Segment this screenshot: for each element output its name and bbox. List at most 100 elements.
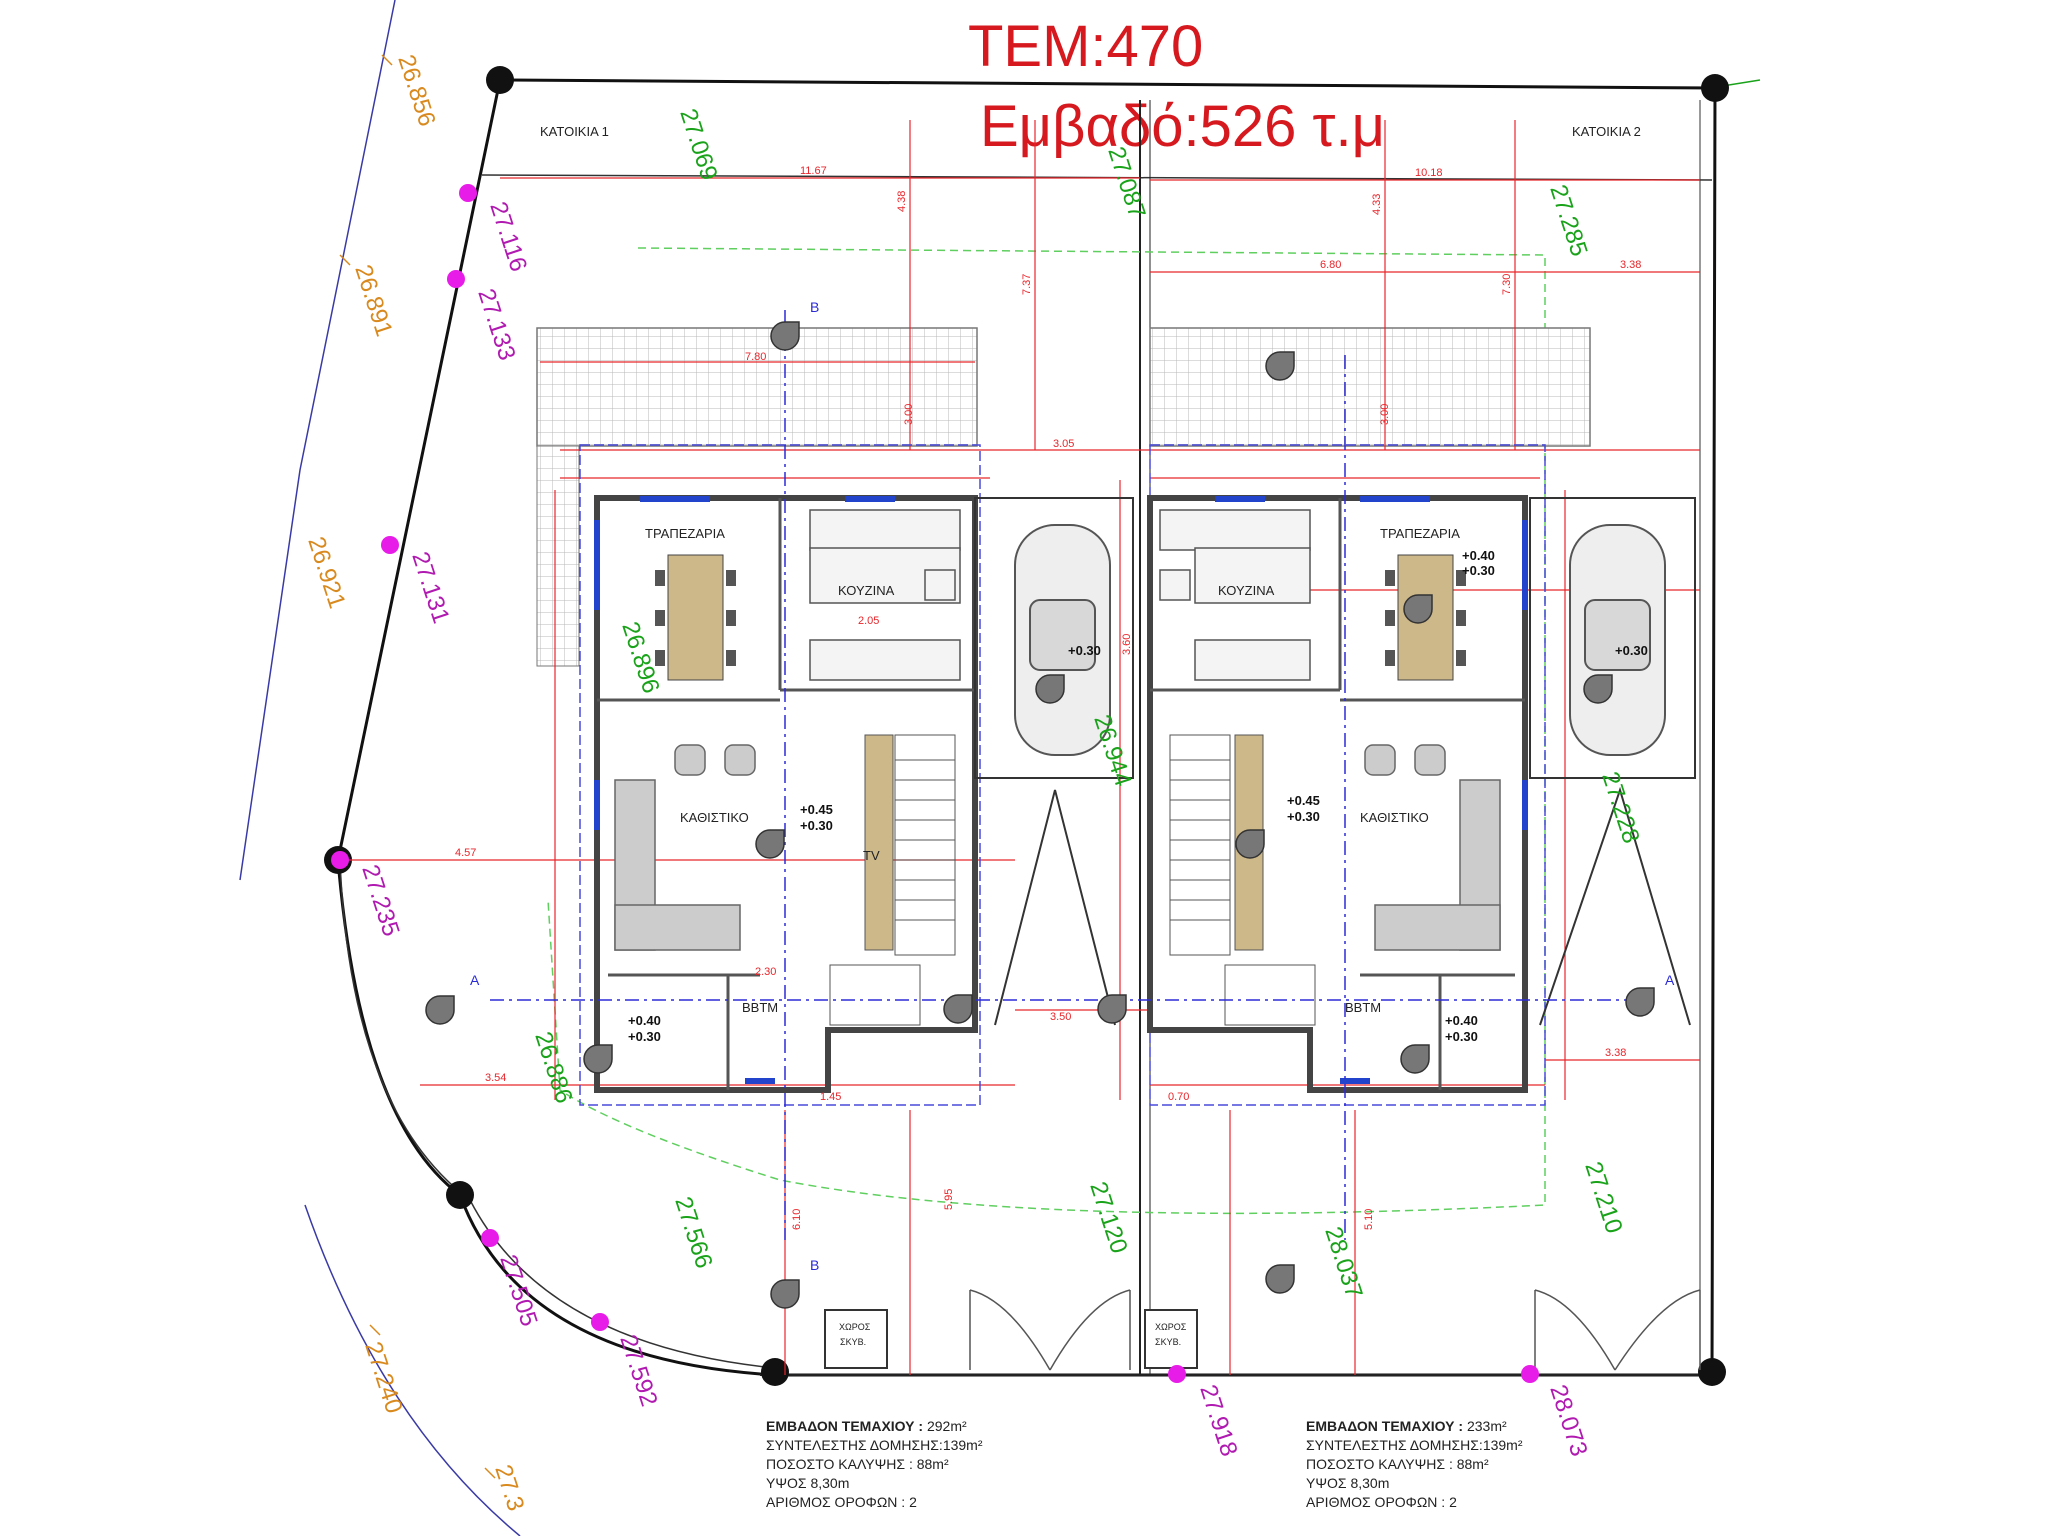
storage-label-1a: ΧΩΡΟΣ: [839, 1322, 871, 1332]
room-label-wc-1: ΒΒΤΜ: [742, 1000, 778, 1015]
dim-h1-3: 3.00: [903, 404, 915, 425]
info-row-area: ΕΜΒΑΔΟΝ ΤΕΜΑΧΙΟΥ : 292m²: [766, 1418, 967, 1434]
storage-box-house-2: [1144, 1309, 1198, 1369]
section-mark-a-right: A: [1665, 972, 1675, 988]
elev-orange-0: 26.856: [392, 52, 440, 130]
elev-orange-1: 26.891: [349, 262, 397, 340]
dim-h2-0: 4.33: [1371, 194, 1383, 215]
section-mark-a-left: A: [470, 972, 480, 988]
elev-green-1: 27.087: [1102, 144, 1150, 222]
plot-number-title: ΤΕΜ:470: [968, 14, 1204, 79]
dim-misc-10: 2.05: [858, 615, 879, 627]
dim-h1-1: 7.37: [1021, 274, 1033, 295]
house-2-walls: [1147, 495, 1528, 1093]
kitchen-house-2: [1159, 509, 1311, 681]
dim-misc-6: 5.10: [1363, 1209, 1375, 1230]
elev-green-0: 27.069: [674, 106, 722, 184]
dim-h2-2: 6.80: [1320, 259, 1341, 271]
dim-misc-0: 4.57: [455, 847, 476, 859]
dim-misc-2: 3.50: [1050, 1011, 1071, 1023]
elev-magenta-6: 27.918: [1194, 1382, 1242, 1460]
dim-top-2: 10.18: [1415, 167, 1443, 179]
dimension-lines: [340, 120, 1700, 1375]
dim-h1-0: 4.38: [896, 191, 908, 212]
dim-misc-7: 1.45: [820, 1091, 841, 1103]
dim-misc-3: 3.38: [1605, 1047, 1626, 1059]
elev-magenta-1: 27.133: [472, 286, 520, 364]
level-living-1a: +0.45: [800, 802, 833, 817]
dim-misc-4: 5.95: [943, 1189, 955, 1210]
spot-level-markers: [425, 321, 1655, 1309]
room-label-wc-2: ΒΒΤΜ: [1345, 1000, 1381, 1015]
house-1-inner-walls: [597, 498, 975, 1090]
house-1-info-block: ΕΜΒΑΔΟΝ ΤΕΜΑΧΙΟΥ : 292m² ΣΥΝΤΕΛΕΣΤΗΣ ΔΟΜ…: [766, 1417, 983, 1512]
section-mark-b-bottom: B: [810, 1257, 819, 1273]
level-living-2b: +0.30: [1287, 809, 1320, 824]
elev-green-4: 26.944: [1088, 712, 1136, 790]
pergola-grid-house-1-side: [536, 445, 580, 667]
info-row-height: ΥΨΟΣ 8,30m: [1306, 1475, 1390, 1491]
info-row-area: ΕΜΒΑΔΟΝ ΤΕΜΑΧΙΟΥ : 233m²: [1306, 1418, 1507, 1434]
dim-h2-3: 3.38: [1620, 259, 1641, 271]
room-label-dining-2: ΤΡΑΠΕΖΑΡΙΑ: [1380, 526, 1460, 541]
windows: [594, 496, 1528, 1084]
level-parking-2: +0.30: [1615, 643, 1648, 658]
dim-h2-4: 3.00: [1379, 404, 1391, 425]
dim-h2-1: 7.30: [1501, 274, 1513, 295]
plot-area-title: Εμβαδό:526 τ.μ: [980, 94, 1385, 159]
room-label-tv-1: TV: [863, 848, 880, 863]
sofa-house-2: [1364, 744, 1501, 951]
dim-misc-9: 2.30: [755, 966, 776, 978]
room-label-living-1: ΚΑΘΙΣΤΙΚΟ: [680, 810, 749, 825]
section-mark-b-top: B: [810, 299, 819, 315]
level-living-1b: +0.30: [800, 818, 833, 833]
dim-h1-4: 3.05: [1053, 438, 1074, 450]
level-entry-2b: +0.30: [1445, 1029, 1478, 1044]
contour-line: [304, 1204, 521, 1536]
carport-house-2: [1529, 497, 1696, 1026]
dim-misc-11: 3.60: [1121, 634, 1133, 655]
info-row-cover: ΠΟΣΟΣΤΟ ΚΑΛΥΨΗΣ : 88m²: [766, 1456, 949, 1472]
info-row-height: ΥΨΟΣ 8,30m: [766, 1475, 850, 1491]
dining-table-house-1: [655, 554, 736, 681]
level-entry-2a: +0.40: [1445, 1013, 1478, 1028]
room-label-living-2: ΚΑΘΙΣΤΙΚΟ: [1360, 810, 1429, 825]
storage-label-1b: ΣΚΥΒ.: [840, 1337, 866, 1347]
elev-magenta-7: 28.073: [1544, 1382, 1592, 1460]
elev-orange-4: 27.3: [489, 1462, 529, 1515]
elev-magenta-5: 27.592: [614, 1332, 662, 1410]
elev-green-9: 28.037: [1319, 1224, 1367, 1302]
pergola-grid-house-1: [536, 327, 978, 447]
elev-green-10: 27.210: [1579, 1159, 1627, 1237]
storage-box-house-1: [824, 1309, 888, 1369]
dim-misc-1: 3.54: [485, 1072, 506, 1084]
house-1-outline: [579, 444, 981, 1106]
survey-points: [331, 184, 1539, 1383]
elev-green-7: 27.566: [669, 1194, 717, 1272]
room-label-kitchen-1: ΚΟΥΖΙΝΑ: [838, 583, 895, 598]
level-dining-2b: +0.30: [1462, 563, 1495, 578]
level-dining-2a: +0.40: [1462, 548, 1495, 563]
elev-magenta-4: 27.505: [494, 1252, 542, 1330]
level-entry-1b: +0.30: [628, 1029, 661, 1044]
elev-green-6: 26.886: [529, 1029, 577, 1107]
level-parking-1: +0.30: [1068, 643, 1101, 658]
elev-magenta-0: 27.116: [484, 199, 532, 275]
dim-misc-8: 0.70: [1168, 1091, 1189, 1103]
contour-line: [239, 0, 396, 881]
house-1-title: ΚΑΤΟΙΚΙΑ 1: [540, 124, 609, 139]
info-row-cover: ΠΟΣΟΣΤΟ ΚΑΛΥΨΗΣ : 88m²: [1306, 1456, 1489, 1472]
orange-ticks: [339, 54, 496, 1479]
dim-h1-2: 7.80: [745, 351, 766, 363]
elev-magenta-3: 27.235: [356, 862, 404, 940]
kitchen-house-1: [809, 509, 961, 681]
carport-house-1: [974, 497, 1134, 1026]
pergola-grid-house-2: [1149, 327, 1591, 447]
room-label-dining-1: ΤΡΑΠΕΖΑΡΙΑ: [645, 526, 725, 541]
info-row-coef: ΣΥΝΤΕΛΕΣΤΗΣ ΔΟΜΗΣΗΣ:139m²: [766, 1437, 983, 1453]
info-row-floors: ΑΡΙΘΜΟΣ ΟΡΟΦΩΝ : 2: [766, 1494, 917, 1510]
elev-orange-2: 26.921: [302, 534, 350, 612]
elev-orange-3: 27.240: [359, 1339, 407, 1417]
